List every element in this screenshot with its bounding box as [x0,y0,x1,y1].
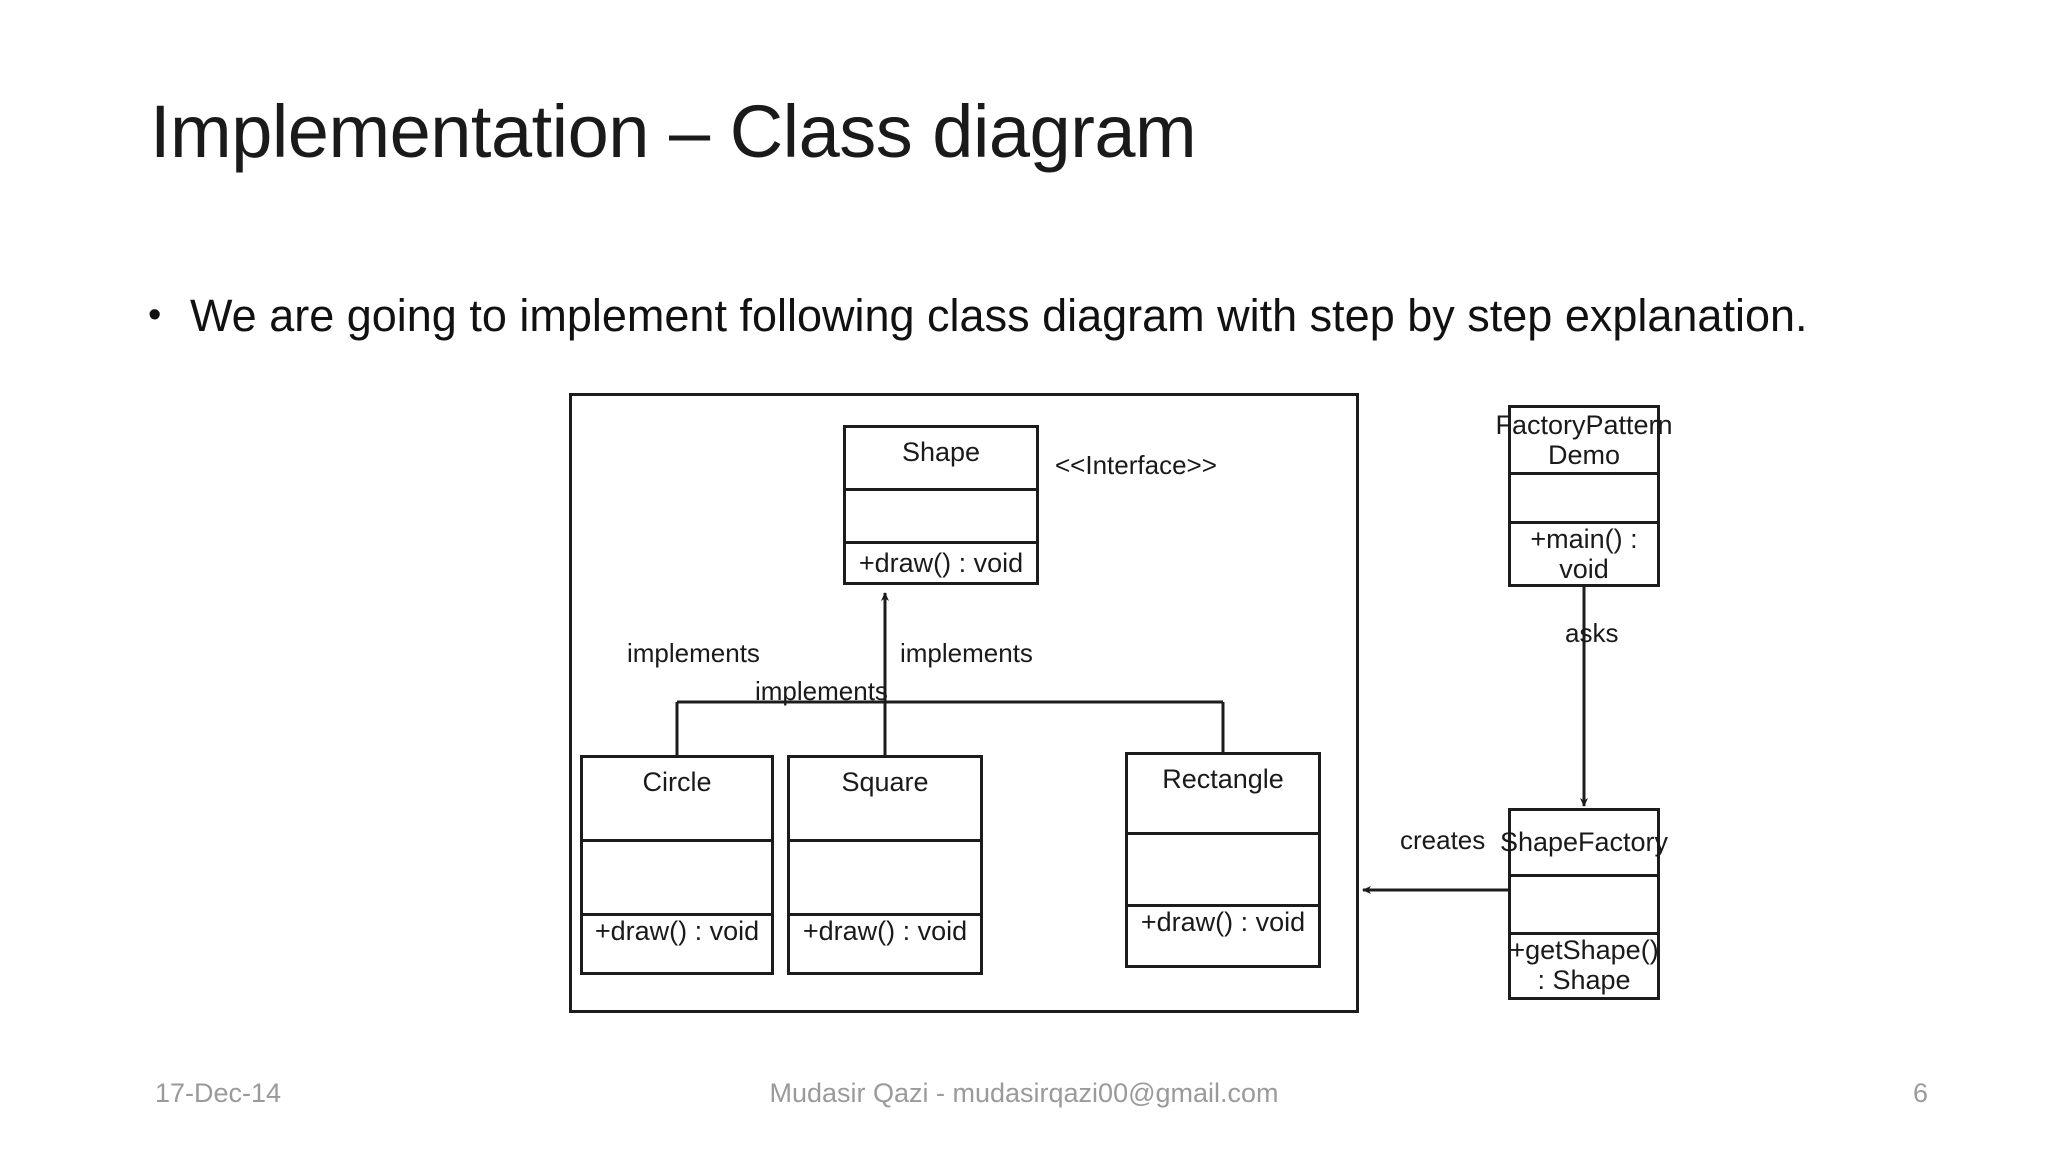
uml-class-rectangle[interactable]: Rectangle +draw() : void [1125,752,1321,968]
class-attributes [1511,877,1657,935]
class-attributes [1511,475,1657,524]
class-name: ShapeFactory [1500,811,1668,877]
class-name: FactoryPattern Demo [1495,408,1673,475]
diagram-group-border [569,393,1359,1013]
footer-author: Mudasir Qazi - mudasirqazi00@gmail.com [769,1078,1279,1108]
uml-class-factorypatterndemo[interactable]: FactoryPattern Demo +main() : void [1495,405,1673,587]
footer-page-number: 6 [1912,1078,1928,1108]
edge-label-asks: asks [1565,618,1619,648]
stereotype-label-interface: <<Interface>> [1055,450,1217,480]
page-title: Implementation – Class diagram [150,90,1197,173]
class-attributes [790,842,980,916]
class-operations: +draw() : void [594,916,760,946]
bullet-list: • We are going to implement following cl… [148,288,1938,345]
class-name: Circle [583,758,771,842]
class-operations: +main() : void [1530,523,1638,584]
slide-footer: 17-Dec-14 Mudasir Qazi - mudasirqazi00@g… [0,1078,2048,1126]
class-attributes [846,491,1036,544]
footer-date: 17-Dec-14 [155,1078,282,1108]
uml-class-shapefactory[interactable]: ShapeFactory +getShape() : Shape [1500,808,1668,1000]
class-operations: +draw() : void [858,547,1024,578]
list-item: • We are going to implement following cl… [148,288,1938,345]
uml-class-diagram: Shape +draw() : void <<Interface>> Circl… [555,380,1735,1040]
class-attributes [583,842,771,916]
edge-label-creates: creates [1400,825,1486,855]
class-name: Square [790,758,980,842]
uml-class-circle[interactable]: Circle +draw() : void [580,755,774,975]
bullet-marker-icon: • [148,294,162,336]
uml-class-square[interactable]: Square +draw() : void [787,755,983,975]
class-operations: +getShape() : Shape [1509,935,1659,996]
class-name: Shape [846,428,1036,491]
edge-label-implements-left: implements [627,638,760,668]
class-operations: +draw() : void [802,916,968,946]
class-operations: +draw() : void [1140,907,1306,937]
bullet-text: We are going to implement following clas… [190,290,1808,341]
edge-label-implements-right: implements [900,638,1033,668]
class-attributes [1128,835,1318,907]
uml-class-shape[interactable]: Shape +draw() : void [843,425,1039,585]
class-name: Rectangle [1128,755,1318,835]
edge-label-implements-middle: implements [755,676,888,706]
uml-connectors [675,587,1588,894]
